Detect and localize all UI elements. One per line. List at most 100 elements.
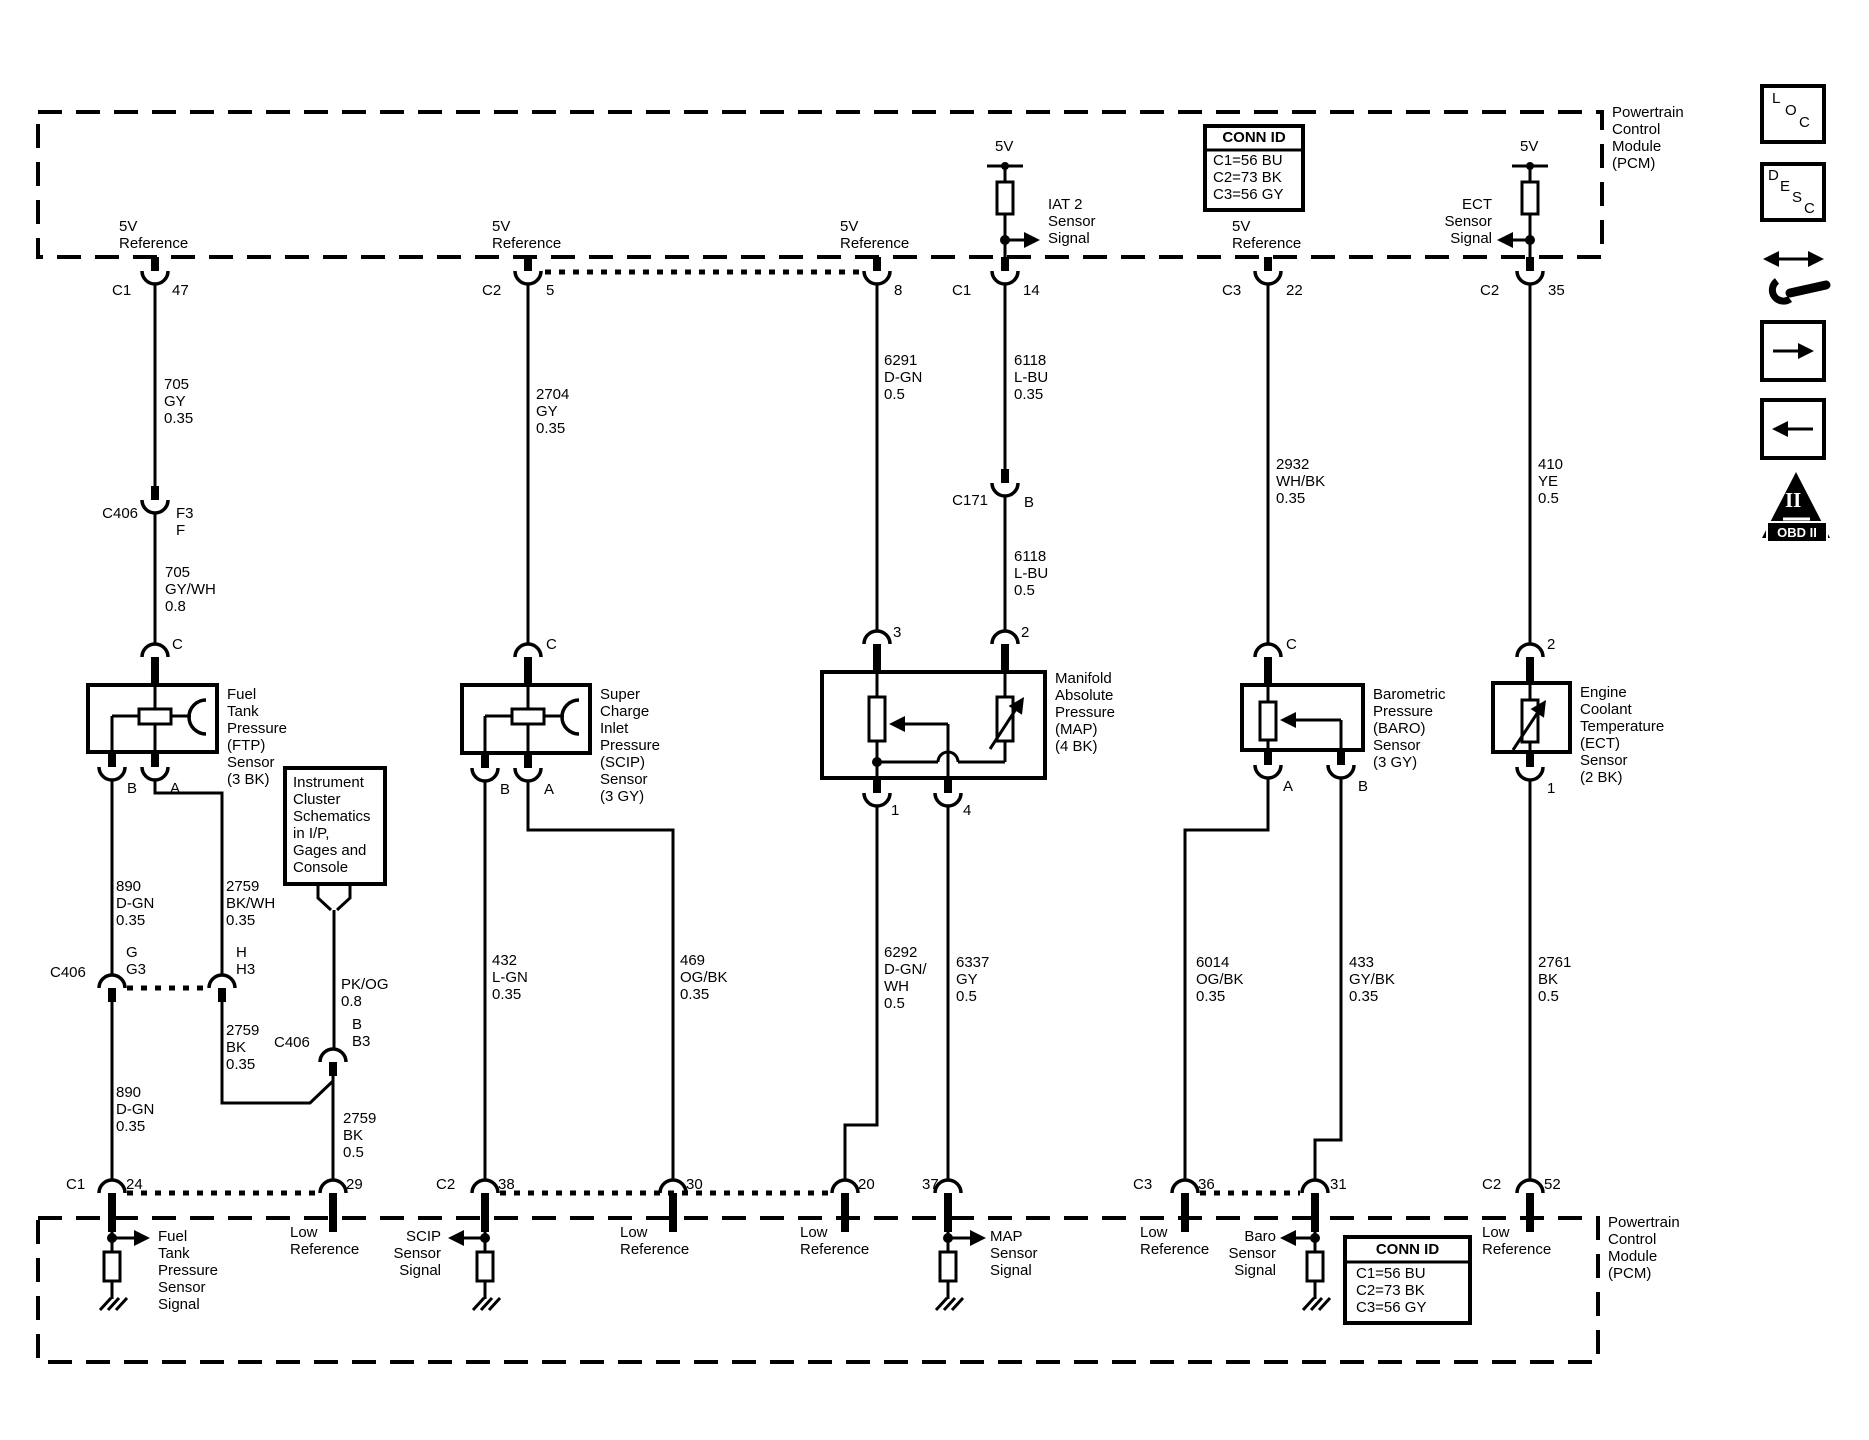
pin-label: 29 [346,1176,363,1193]
ftp-sensor-label: Fuel Tank Pressure (FTP) Sensor (3 BK) [227,686,288,788]
wire-label-pkog: PK/OG 0.8 [341,976,389,1010]
baro-pin-b-connector [1326,763,1356,780]
pin-label: C [1286,636,1297,653]
loc-icon-letter: L [1772,90,1781,107]
connector-label: C2 [482,282,502,299]
ect-pin-1-conn [1515,765,1545,782]
wire-label-6292: 6292 D-GN/ WH 0.5 [884,944,927,1012]
conn-id-title: CONN ID [1375,1241,1440,1258]
conn-id-row: C2=73 BK [1213,169,1282,186]
low-reference-label: Low Reference [800,1224,870,1258]
iat2-signal-label: IAT 2 Sensor Signal [1048,196,1096,247]
conn-id-row: C1=56 BU [1356,1265,1426,1282]
map-pin-2-connector [990,629,1020,646]
pin-label: 20 [858,1176,875,1193]
pcm-pin-36-connector [1170,1178,1200,1195]
baro-signal-label: Baro Sensor Signal [1228,1228,1276,1279]
ground-icon [934,1296,965,1312]
fix-connector-icon [1763,251,1831,305]
pin-label: 31 [1330,1176,1347,1193]
conn-id-row: C2=73 BK [1356,1282,1425,1299]
connector-label: C1 [112,282,132,299]
wire-label-6337: 6337 GY 0.5 [956,954,990,1005]
ect-signal-arrow-icon [1497,232,1513,248]
pin-label: 38 [498,1176,515,1193]
five-v-reference-label: 5V Reference [840,218,910,252]
wire-label-2759-bk5: 2759 BK 0.5 [343,1110,377,1161]
pin-label: 37 [922,1176,939,1193]
conn-id-row: C1=56 BU [1213,152,1283,169]
baro-pin-c-connector [1253,642,1283,659]
connector-label: C406 [274,1034,310,1051]
pin-label: 4 [963,802,972,819]
low-reference-label: Low Reference [1482,1224,1552,1258]
pin-label: A [544,781,555,798]
baro-pin-a-connector [1253,763,1283,780]
c406-b3-connector [318,1047,348,1064]
wire-label-433: 433 GY/BK 0.35 [1349,954,1395,1005]
ground-icon [98,1296,129,1312]
ftp-pin-c-connector [140,642,170,659]
c406-f-connector [140,498,170,515]
scip-sensor-box [460,683,592,755]
scip-signal-arrow-icon [448,1230,464,1246]
pin-label: 22 [1286,282,1303,299]
pcm-pin-31-connector [1300,1178,1330,1195]
c406-g-connector [97,973,127,990]
instrument-cluster-box [283,766,387,886]
pin-label: 2 [1547,636,1556,653]
connector-label: C1 [952,282,972,299]
pin-label: C [172,636,183,653]
wire-label-2704: 2704 GY 0.35 [536,386,570,437]
pcm-pin-20-connector [830,1178,860,1195]
wire-label-6118: 6118 L-BU 0.35 [1014,352,1049,403]
baro-wiper-arrow-icon [1280,712,1296,728]
iat2-resistor [995,180,1015,216]
pin-label: 14 [1023,282,1040,299]
wire-label-705-gywh: 705 GY/WH 0.8 [165,564,216,615]
ground-icon [471,1296,502,1312]
pin-label: 52 [1544,1176,1561,1193]
pin-label: B [127,780,138,797]
conn-id-box-top [1203,124,1305,212]
scip-pin-b-connector [470,766,500,783]
pcm-pin-38-connector [470,1178,500,1195]
scip-signal-label: SCIP Sensor Signal [393,1228,441,1279]
obd2-icon [1762,472,1830,543]
pcm-pin-37-connector [933,1178,963,1195]
pin-label: 3 [893,624,902,641]
baro-sensor-label: Barometric Pressure (BARO) Sensor (3 GY) [1373,686,1446,771]
ftp-signal-arrow-icon [134,1230,150,1246]
conn-id-row: C3=56 GY [1213,186,1284,203]
desc-icon-letter: S [1792,189,1803,206]
pcm-bottom-box [36,1216,1600,1364]
pin-label: 8 [894,282,903,299]
desc-icon [1760,162,1826,222]
low-reference-label: Low Reference [620,1224,690,1258]
conn-id-box-bottom [1343,1235,1472,1325]
map-pin-1-connector [862,791,892,808]
wire-label-2759-bkwh: 2759 BK/WH 0.35 [226,878,276,929]
low-reference-label: Low Reference [1140,1224,1210,1258]
desc-icon-letter: E [1780,178,1791,195]
wire-label-6014: 6014 OG/BK 0.35 [1196,954,1244,1005]
connector-label: C171 [952,492,988,509]
ect-signal-label: ECT Sensor Signal [1444,196,1492,247]
five-v-label: 5V [1520,138,1539,155]
pin-label: 1 [1547,780,1556,797]
loc-icon-letter: C [1799,114,1810,131]
five-v-reference-label: 5V Reference [492,218,562,252]
pin-label: B [1358,778,1369,795]
baro-sensor-box [1240,683,1365,752]
pin-label: 30 [686,1176,703,1193]
instrument-cluster-label: Instrument Cluster Schematics in I/P, Ga… [293,774,371,876]
pin-label: H H3 [236,944,256,978]
five-v-reference-label: 5V Reference [1232,218,1302,252]
pin-label: A [1283,778,1294,795]
low-reference-label: Low Reference [290,1224,360,1258]
connector-label: C1 [66,1176,86,1193]
scip-pin-a-connector [513,766,543,783]
pin-label: F3 F [176,505,194,539]
